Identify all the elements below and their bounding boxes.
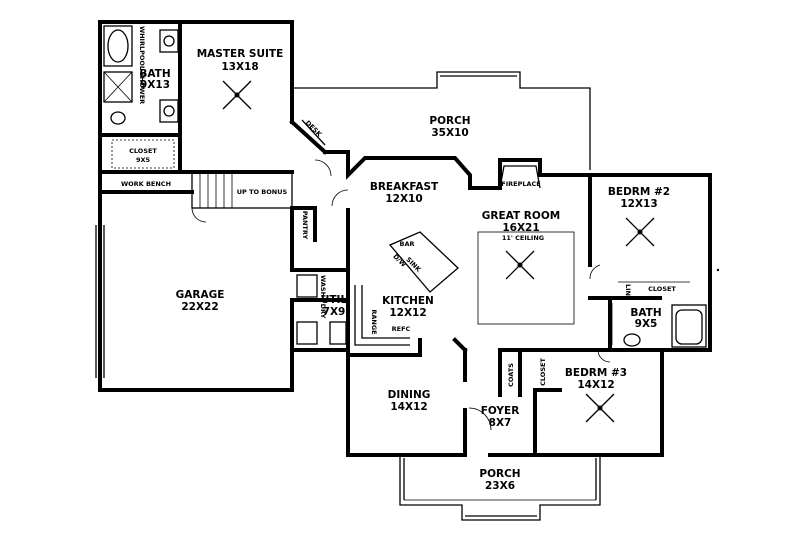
label-dry: DRY: [319, 304, 327, 319]
room-porch-front-name: PORCH: [479, 468, 520, 480]
room-porch-rear-dims: 35X10: [431, 127, 468, 139]
room-bedrm2-dims: 12X13: [620, 198, 657, 210]
fixture-labels: WHIRLPOOL SHOWER DESK FIREPLACE WORK BEN…: [121, 26, 676, 387]
label-up-to-bonus: UP TO BONUS: [237, 188, 288, 196]
room-great-room-name: GREAT ROOM: [482, 210, 560, 222]
room-foyer-dims: 8X7: [489, 417, 512, 429]
label-bar: BAR: [400, 240, 415, 248]
porch-lines: [95, 71, 601, 521]
room-bedrm2-name: BEDRM #2: [608, 186, 670, 198]
room-great-room-note: 11' CEILING: [502, 234, 544, 242]
room-master-suite-dims: 13X18: [221, 61, 258, 73]
room-dining-name: DINING: [388, 389, 431, 401]
room-bedrm3-name: BEDRM #3: [565, 367, 627, 379]
room-kitchen-dims: 12X12: [389, 307, 426, 319]
room-closet-master-name: CLOSET: [129, 147, 157, 155]
room-kitchen-name: KITCHEN: [382, 295, 434, 307]
room-bath2-dims: 9X5: [635, 318, 658, 330]
room-bath-master-name: BATH: [139, 68, 170, 80]
label-work-bench: WORK BENCH: [121, 180, 171, 188]
room-porch-rear-name: PORCH: [429, 115, 470, 127]
room-bedrm3-dims: 14X12: [577, 379, 614, 391]
ceiling-fan-icon: [222, 80, 655, 423]
room-bath2-name: BATH: [630, 307, 661, 319]
label-range: RANGE: [370, 309, 378, 334]
label-whirlpool: WHIRLPOOL: [138, 26, 146, 70]
label-refc: REFC: [392, 325, 411, 333]
room-great-room-dims: 16X21: [502, 222, 539, 234]
door-swings: [191, 159, 611, 431]
label-shower: SHOWER: [138, 72, 146, 104]
room-porch-front-dims: 23X6: [485, 480, 515, 492]
walls: [98, 20, 712, 457]
room-foyer-name: FOYER: [481, 405, 520, 417]
room-labels: MASTER SUITE 13X18 BATH 9X13 CLOSET 9X5 …: [129, 48, 670, 492]
label-lin: LIN: [624, 284, 632, 296]
label-closet-foyer: CLOSET: [539, 358, 547, 386]
room-garage-dims: 22X22: [181, 301, 218, 313]
label-closet-bedrm2: CLOSET: [648, 285, 676, 293]
room-master-suite-name: MASTER SUITE: [197, 48, 284, 60]
label-pantry: PANTRY: [301, 211, 309, 240]
room-dining-dims: 14X12: [390, 401, 427, 413]
room-breakfast-dims: 12X10: [385, 193, 422, 205]
room-util-name: UTIL: [321, 294, 348, 306]
label-wash: WASH: [319, 275, 327, 297]
label-fireplace: FIREPLACE: [501, 180, 540, 188]
label-coats: COATS: [507, 363, 515, 387]
room-breakfast-name: BREAKFAST: [370, 181, 439, 193]
room-util-dims: 7X9: [323, 306, 346, 318]
room-bath-master-dims: 9X13: [140, 79, 170, 91]
dot-mark: [716, 268, 720, 272]
room-closet-master-dims: 9X5: [136, 156, 151, 164]
room-garage-name: GARAGE: [176, 289, 225, 301]
fixtures: [103, 25, 707, 348]
